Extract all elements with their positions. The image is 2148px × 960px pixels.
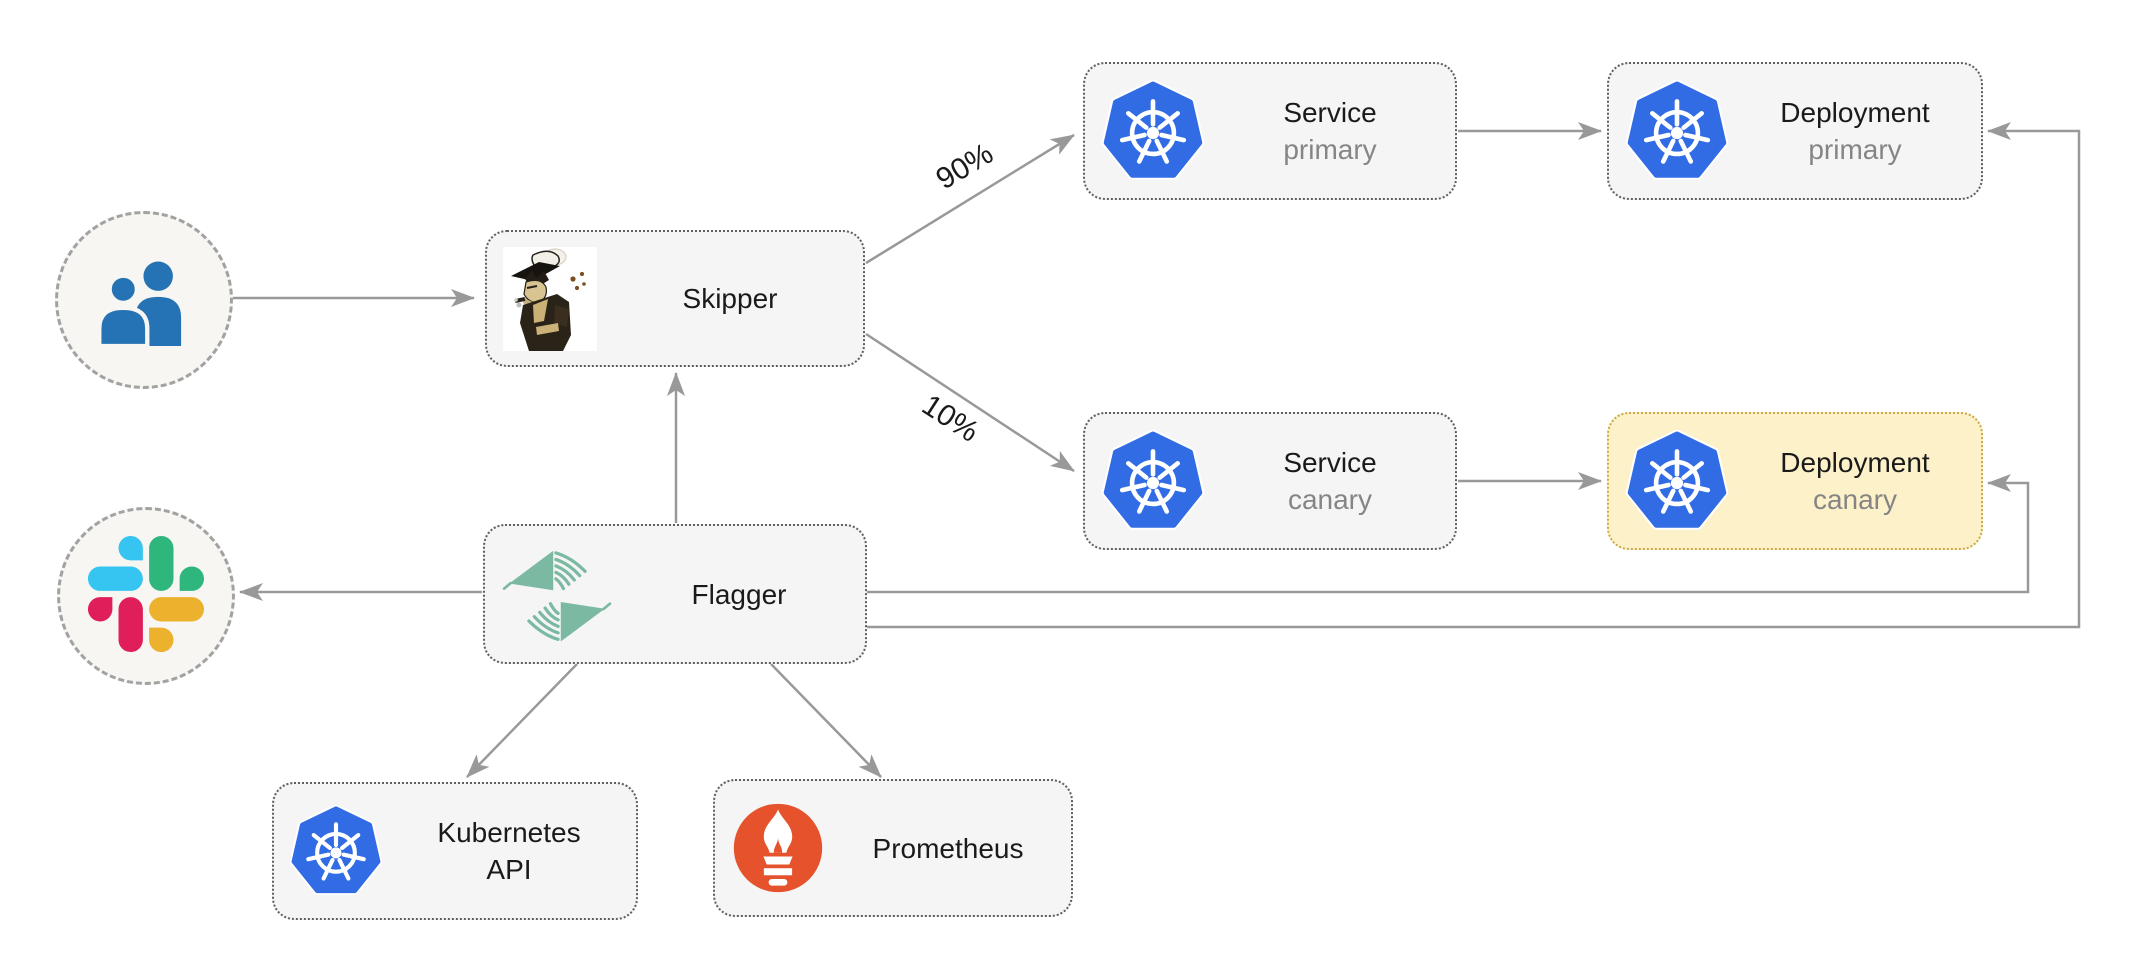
node-skipper-label: Skipper <box>682 283 778 314</box>
node-service-primary: Service primary <box>1083 62 1457 200</box>
node-deployment-canary-label: Deployment canary <box>1729 444 1981 518</box>
flagger-icon <box>501 540 613 648</box>
users-icon <box>88 250 200 351</box>
kubernetes-api-line2: API <box>486 854 532 885</box>
slack-icon <box>88 535 204 657</box>
kubernetes-icon <box>1625 80 1729 182</box>
edge-skipper-to-service-canary <box>865 332 1075 473</box>
node-service-primary-label: Service primary <box>1205 94 1455 168</box>
node-users <box>55 211 233 389</box>
node-prometheus: Prometheus <box>713 779 1073 917</box>
edge-flagger-to-deployment-canary <box>867 474 2030 594</box>
deployment-primary-subtitle: primary <box>1808 134 1902 165</box>
kubernetes-icon <box>1101 80 1205 182</box>
node-prometheus-label: Prometheus <box>872 832 1024 864</box>
service-canary-subtitle: canary <box>1287 484 1373 515</box>
service-primary-title: Service <box>1283 97 1377 128</box>
node-deployment-primary: Deployment primary <box>1607 62 1983 200</box>
node-kubernetes-api: Kubernetes API <box>272 782 638 920</box>
edge-flagger-to-prometheus <box>770 663 882 778</box>
service-primary-subtitle: primary <box>1283 134 1377 165</box>
deployment-primary-title: Deployment <box>1780 97 1930 128</box>
kubernetes-icon <box>1101 430 1205 532</box>
node-deployment-canary: Deployment canary <box>1607 412 1983 550</box>
prometheus-icon <box>731 801 825 895</box>
node-slack <box>57 507 235 685</box>
kubernetes-icon <box>1625 430 1729 532</box>
node-service-canary-label: Service canary <box>1205 444 1455 518</box>
service-canary-title: Service <box>1283 447 1377 478</box>
node-flagger: Flagger <box>483 524 867 664</box>
node-deployment-primary-label: Deployment primary <box>1729 94 1981 168</box>
deployment-canary-subtitle: canary <box>1812 484 1898 515</box>
kubernetes-api-line1: Kubernetes <box>437 817 581 848</box>
edge-flagger-to-kubernetes-api <box>466 663 578 778</box>
node-kubernetes-api-label: Kubernetes API <box>382 814 636 888</box>
kubernetes-icon <box>290 805 382 897</box>
skipper-icon <box>503 246 597 351</box>
edge-skipper-to-service-primary <box>865 133 1075 265</box>
node-skipper: Skipper <box>485 230 865 367</box>
edge-flagger-to-deployment-primary <box>867 122 2081 629</box>
node-flagger-label: Flagger <box>691 578 787 610</box>
deployment-canary-title: Deployment <box>1780 447 1930 478</box>
node-service-canary: Service canary <box>1083 412 1457 550</box>
